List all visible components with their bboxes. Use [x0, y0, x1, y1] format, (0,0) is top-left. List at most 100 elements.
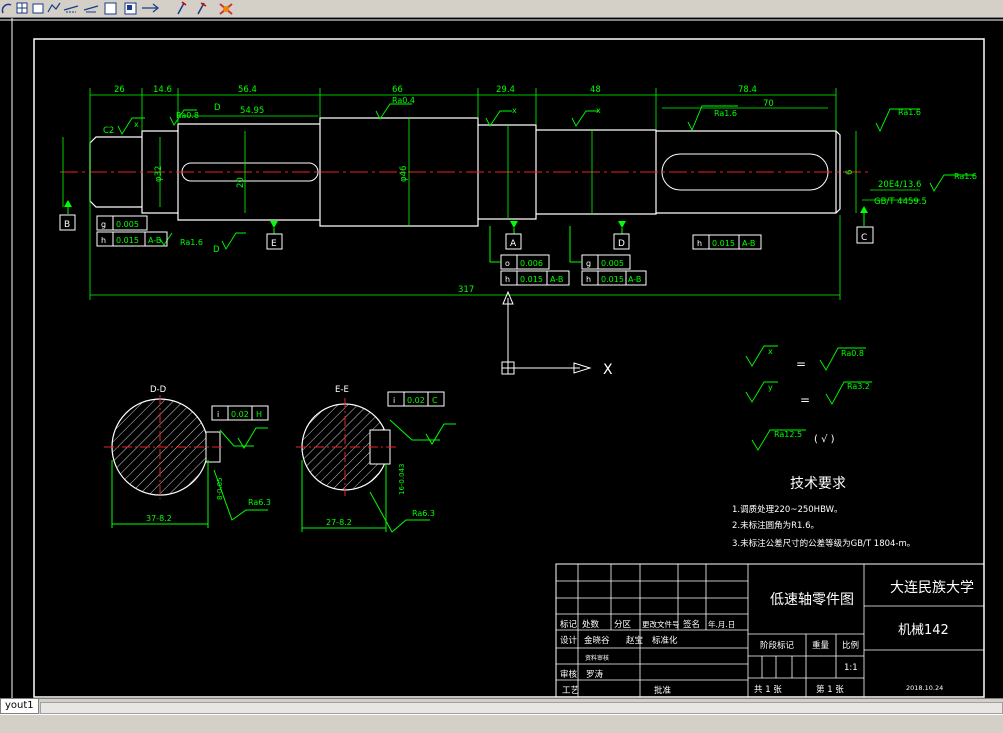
tb-school: 大连民族大学 [890, 580, 974, 596]
arc-icon[interactable] [1, 3, 12, 14]
tb-date: 2018.10.24 [906, 684, 943, 692]
tb-part-name: 低速轴零件图 [770, 592, 854, 608]
pointer-icon[interactable] [197, 2, 207, 15]
wand-icon[interactable] [177, 1, 187, 15]
roughness-ra16c: Ra1.6 [954, 172, 977, 181]
roughness-ra04: Ra0.4 [392, 96, 415, 105]
tb-total: 共 1 张 [754, 685, 782, 695]
tb-reviewer: 罗涛 [586, 669, 604, 680]
drawing-viewport[interactable]: 26 14.6 56.4 54.95 66 29.4 48 78.4 70 31… [0, 18, 1003, 698]
datum-e-label: E [271, 239, 277, 249]
legend-ra125: Ra12.5 [774, 430, 802, 439]
legend-ra32: Ra3.2 [847, 382, 870, 391]
dimension-lines [62, 88, 920, 300]
tb-process-label: 工艺 [562, 686, 579, 696]
section-dd-ra: Ra6.3 [248, 498, 271, 507]
fcf-1: g 0.005 [96, 215, 148, 231]
fcf-6: g 0.005 [581, 254, 631, 270]
roughness-labels: x Ra0.8 Ra0.4 x x Ra1.6 Ra1.6 Ra1.6 Ra1.… [134, 96, 977, 247]
legend-eq-2: = [800, 393, 810, 407]
dimension-icon[interactable] [63, 5, 79, 13]
section-ee-label: E-E [335, 385, 349, 395]
roughness-legend: x Ra0.8 y Ra3.2 Ra12.5 = = ( √ ) [745, 345, 872, 451]
section-dd-width: 37-8.2 [146, 514, 172, 523]
table-icon[interactable] [16, 2, 28, 14]
rectangle-icon[interactable] [32, 3, 44, 14]
datum-c: C [856, 206, 874, 244]
fcf-8-symbol: i [217, 410, 219, 419]
tb-h-date: 年.月.日 [708, 619, 735, 629]
toolbar-icons [1, 1, 233, 15]
tools-icon[interactable] [219, 3, 233, 15]
dim-phi46: φ46 [399, 166, 409, 182]
fcf-5-symbol: h [505, 275, 510, 284]
fcf-7-symbol: h [586, 275, 591, 284]
tb-h-mark: 标记 [560, 619, 578, 630]
fcf-9-ref: C [432, 396, 438, 405]
dim-66: 66 [392, 85, 403, 95]
dim-29-4: 29.4 [496, 85, 515, 95]
fcf-5-value: 0.015 [520, 275, 543, 284]
dim-26: 26 [114, 85, 125, 95]
tolerance-frames: g 0.005 h 0.015 A-B h 0.015 A-B o 0.006 [96, 215, 762, 286]
fcf-9-symbol: i [393, 396, 395, 405]
dimension-texts: 26 14.6 56.4 54.95 66 29.4 48 78.4 70 31… [103, 85, 927, 295]
roughness-ra08: Ra0.8 [176, 111, 199, 120]
tech-req-line3: 3.未标注公差尺寸的公差等级为GB/T 1804-m。 [732, 538, 915, 549]
fcf-1-symbol: g [101, 220, 106, 229]
fcf-3-symbol: h [697, 239, 702, 248]
section-ee: E-E 27-8.2 16-0.043 i 0.02 C Ra6.3 [296, 385, 456, 533]
roughness-x3: x [596, 106, 601, 115]
dim-d6: 6 [845, 170, 855, 175]
tb-scale-label: 比例 [842, 640, 859, 651]
tech-req-line2: 2.未标注圆角为R1.6。 [732, 520, 819, 531]
roughness-ra16a: Ra1.6 [714, 109, 737, 118]
fcf-5-ref: A-B [550, 275, 563, 284]
horizontal-scrollbar[interactable] [40, 702, 1003, 714]
datum-d: D [613, 221, 630, 250]
tb-checker: 赵宝 [626, 635, 643, 646]
tb-designer: 金晓谷 [584, 635, 610, 646]
layout-tab-bar: yout1 [0, 698, 1003, 714]
section-ee-ra: Ra6.3 [412, 509, 435, 518]
tb-h-count: 处数 [582, 619, 600, 630]
tb-class: 机械142 [898, 623, 949, 638]
fcf-1-value: 0.005 [116, 220, 139, 229]
polyline-icon[interactable] [47, 2, 61, 13]
dim-70: 70 [763, 99, 774, 109]
roughness-ra16b: Ra1.6 [898, 108, 921, 117]
standard-note: GB/T 4459.5 [874, 197, 927, 207]
arrow-icon[interactable] [142, 3, 159, 13]
move-icon[interactable] [124, 2, 137, 15]
dim-d-bottom: D [213, 245, 220, 255]
tb-weight: 重量 [812, 640, 830, 651]
insert-icon[interactable] [104, 2, 117, 15]
fcf-2-ref: A-B [148, 236, 161, 245]
tb-h-zone: 分区 [614, 620, 632, 630]
datum-b-label: B [64, 220, 70, 230]
section-dd-key: 8-0.05 [216, 477, 224, 500]
section-dd: D-D 37-8.2 8-0.05 i 0.02 H Ra6.3 [104, 385, 271, 528]
fcf-3-value: 0.015 [712, 239, 735, 248]
drawing-canvas[interactable]: 26 14.6 56.4 54.95 66 29.4 48 78.4 70 31… [0, 18, 1003, 698]
tb-sub-label: 资料审核 [585, 654, 609, 662]
fcf-8-ref: H [256, 410, 262, 419]
dim-c2: C2 [103, 126, 114, 136]
block-icon[interactable] [83, 5, 99, 13]
fcf-3-ref: A-B [742, 239, 755, 248]
fcf-4: o 0.006 [500, 254, 550, 270]
datum-d-label: D [618, 239, 625, 249]
roughness-symbols [117, 103, 975, 250]
fcf-4-symbol: o [505, 259, 510, 268]
fcf-7-ref: A-B [628, 275, 641, 284]
fcf-9-value: 0.02 [407, 396, 425, 405]
tb-approve: 批准 [654, 685, 672, 696]
tb-designer-label: 设计 [560, 635, 578, 646]
fcf-6-value: 0.005 [601, 259, 624, 268]
ucs-x-label: X [603, 362, 613, 378]
spline-note: 20E4/13.6 [878, 180, 921, 190]
fcf-5: h 0.015 A-B [500, 270, 570, 286]
tab-layout1[interactable]: yout1 [0, 699, 39, 714]
tb-review-label: 审核 [560, 669, 578, 680]
dim-d-top: D [214, 103, 221, 113]
